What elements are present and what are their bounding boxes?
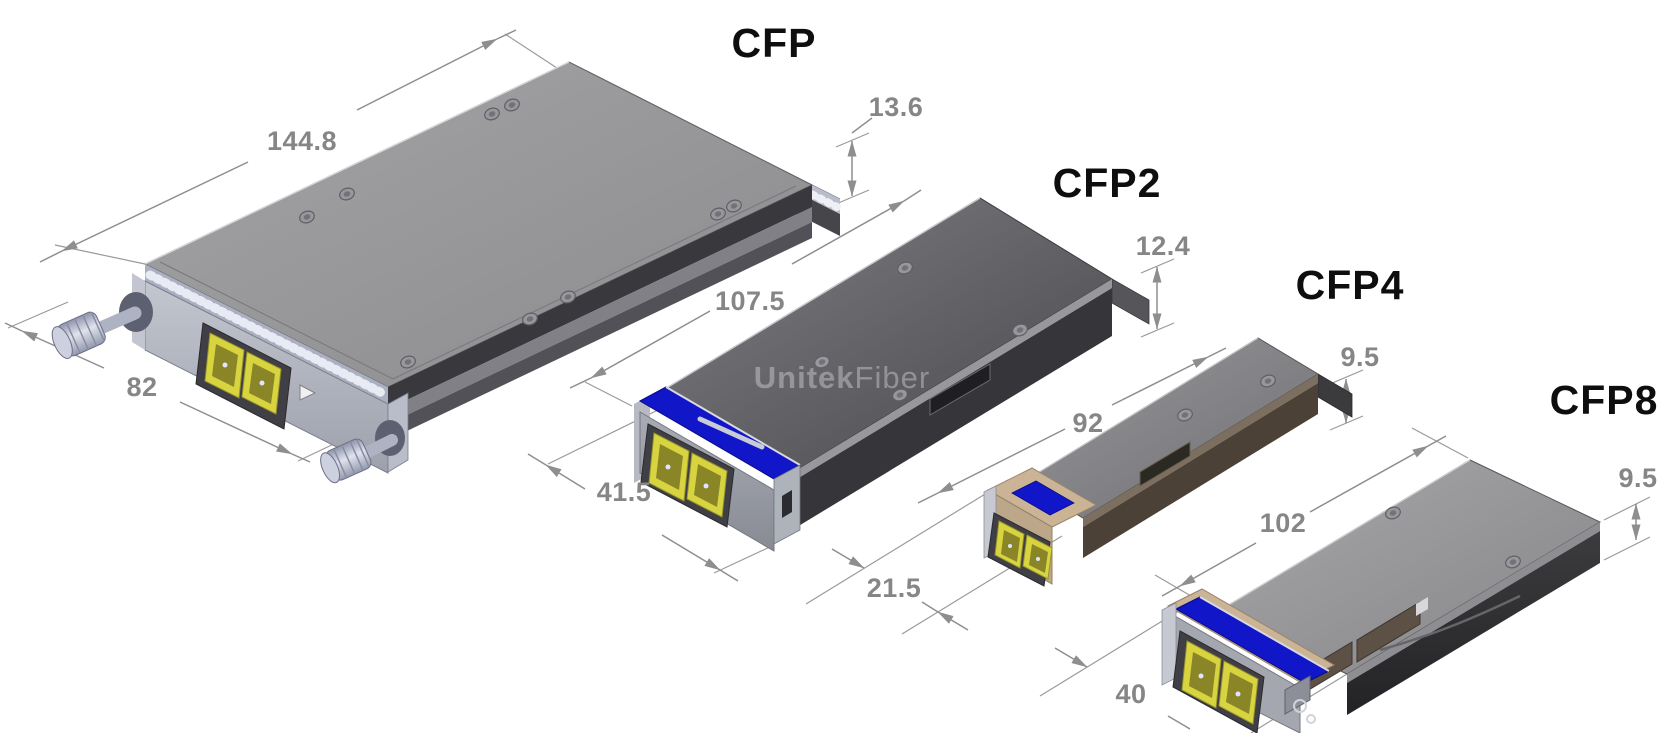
dimension-cfp2-length [569, 189, 922, 407]
title-cfp4: CFP4 [1296, 262, 1405, 308]
dim-label-cfp8-height: 9.5 [1618, 463, 1657, 493]
cfp8-latch-pin [1416, 597, 1428, 616]
cfp8-latch-hardware [1284, 675, 1316, 724]
dim-label-cfp2-length: 107.5 [715, 286, 785, 316]
cfp4-side-top-strip [1083, 374, 1318, 527]
thumbscrew-left-icon [51, 311, 106, 359]
dim-label-cfp-length: 144.8 [267, 126, 337, 156]
watermark: UnitekFiber [754, 360, 930, 395]
dim-label-cfp8-width: 40 [1115, 679, 1146, 709]
cfp2-pull-handle [697, 416, 765, 450]
cfp2-cap-slot [782, 490, 792, 518]
cfp-side-dark-strip [388, 185, 812, 409]
title-cfp2: CFP2 [1053, 160, 1162, 206]
module-cfp4-illustration [983, 337, 1353, 587]
dimension-cfp8-height [1603, 496, 1651, 561]
cfp2-rear-tail [1111, 278, 1150, 325]
cfp2-lc-connector-icon [640, 423, 735, 528]
cfp8-side-latch-plate [1356, 601, 1421, 663]
dim-label-cfp4-height: 9.5 [1340, 342, 1379, 372]
cfp2-side-latch-window [929, 363, 991, 416]
dim-label-cfp-width: 82 [126, 372, 157, 402]
cfp4-blue-stripe [1011, 480, 1075, 516]
cfp-lc-connector-icon [195, 322, 292, 430]
cfp4-side-face [1083, 383, 1318, 558]
dimension-cfp2-height [1140, 258, 1175, 338]
cfp8-side-top-strip [1347, 522, 1600, 683]
cfp8-lc-connector-icon [1172, 630, 1265, 733]
dim-label-cfp2-width: 41.5 [597, 477, 652, 507]
cfp2-side-face [787, 288, 1112, 533]
cfp8-side-face [1347, 531, 1600, 715]
dim-label-cfp8-length: 102 [1260, 508, 1307, 538]
dim-label-cfp4-width: 21.5 [867, 573, 922, 603]
cfp-side-lower-strip [388, 222, 812, 440]
cfp4-rear-tail [1317, 373, 1353, 418]
cfp8-side-swoosh [1379, 594, 1521, 652]
thumbscrew-right-icon [320, 438, 372, 484]
cfp-side-mid-strip [388, 207, 812, 424]
title-cfp: CFP [732, 20, 817, 66]
dim-label-cfp2-height: 12.4 [1136, 231, 1191, 261]
dim-label-cfp-height: 13.6 [869, 92, 924, 122]
cfp2-side-top-strip [787, 279, 1112, 485]
title-cfp8: CFP8 [1550, 377, 1659, 423]
dim-label-cfp4-length: 92 [1072, 408, 1103, 438]
cfp8-left-post [1161, 602, 1177, 686]
module-cfp2-illustration: UnitekFiber [634, 197, 1150, 552]
cfp4-lc-connector-icon [987, 512, 1053, 587]
dimension-cfp2-width [527, 408, 775, 582]
module-cfp8-illustration [1161, 459, 1602, 733]
dimension-cfp-height [835, 117, 873, 205]
module-cfp-illustration [51, 61, 841, 484]
cfp-orientation-triangle-icon [299, 384, 317, 401]
dimension-cfp4-length [917, 347, 1227, 504]
cfp4-side-latch-window [1139, 441, 1191, 487]
dimension-cfp-length [39, 29, 561, 265]
